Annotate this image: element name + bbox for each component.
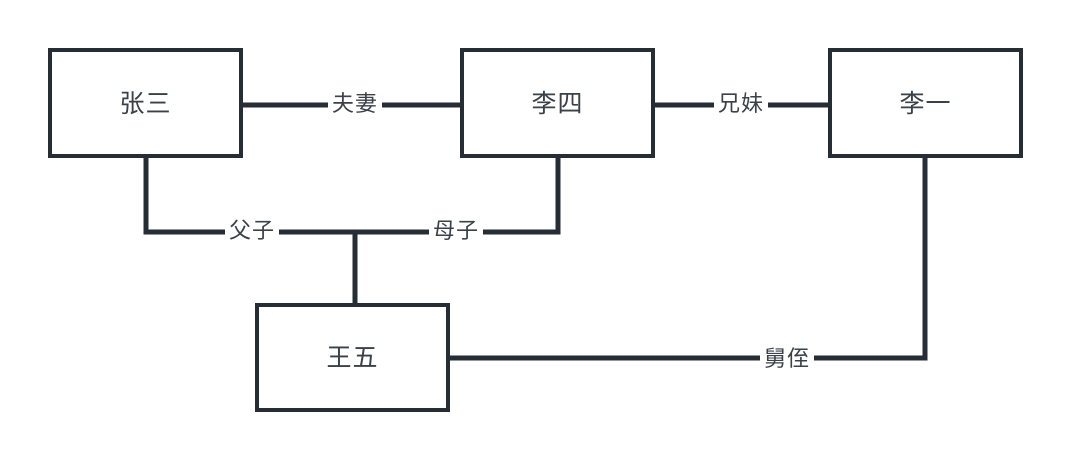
edge-label-liyi-wangwu: 舅侄 — [759, 346, 815, 374]
node-label-wangwu: 王五 — [326, 343, 379, 372]
node-zhangsan[interactable]: 张三 — [48, 48, 243, 158]
node-liyi[interactable]: 李一 — [828, 48, 1023, 158]
edge-label-lisi-wangwu: 母子 — [428, 218, 484, 246]
node-label-liyi: 李一 — [899, 88, 952, 118]
edge-label-lisi-liyi: 兄妹 — [713, 91, 769, 119]
node-label-zhangsan: 张三 — [119, 88, 172, 118]
node-wangwu[interactable]: 王五 — [255, 303, 450, 412]
edge-label-zhangsan-lisi: 夫妻 — [327, 91, 383, 119]
node-label-lisi: 李四 — [531, 88, 584, 118]
edge-line-zhangsan-wangwu — [143, 158, 355, 235]
edge-label-zhangsan-wangwu: 父子 — [224, 218, 280, 246]
edge-line-liyi-wangwu — [450, 158, 928, 361]
edge-line-lisi-wangwu — [355, 158, 561, 235]
node-lisi[interactable]: 李四 — [460, 48, 655, 158]
